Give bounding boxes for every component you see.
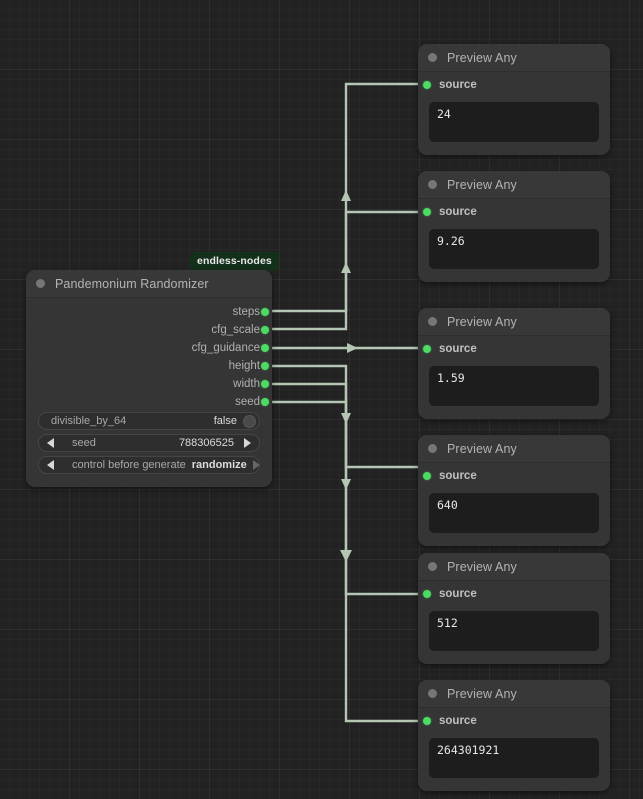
input-port-source[interactable]: source	[418, 713, 477, 729]
input-port-source[interactable]: source	[418, 586, 477, 602]
circle-dot-icon[interactable]	[428, 689, 437, 698]
input-port-label: source	[439, 206, 477, 218]
input-port-label: source	[439, 715, 477, 727]
output-port-dot-icon[interactable]	[261, 308, 269, 316]
wire-cfg-scale	[268, 210, 425, 331]
wire-direction-arrows	[340, 190, 358, 562]
node-title: Preview Any	[447, 50, 517, 65]
input-port-source[interactable]: source	[418, 204, 477, 220]
node-pandemonium-randomizer[interactable]: Pandemonium Randomizer steps cfg_scale c…	[26, 270, 272, 487]
circle-dot-icon[interactable]	[428, 444, 437, 453]
node-header[interactable]: Preview Any	[418, 171, 610, 199]
widget-value: randomize	[191, 459, 247, 471]
wire-seed	[268, 400, 425, 723]
preview-value-textbox[interactable]: 9.26	[429, 229, 599, 269]
input-port-label: source	[439, 79, 477, 91]
output-port-steps[interactable]: steps	[26, 303, 272, 321]
widget-divisible-by-64[interactable]: divisible_by_64 false	[38, 412, 260, 430]
node-header[interactable]: Preview Any	[418, 435, 610, 463]
toggle-knob-icon[interactable]	[243, 414, 256, 428]
widget-seed[interactable]: seed 788306525	[38, 434, 260, 452]
output-port-dot-icon[interactable]	[261, 326, 269, 334]
output-port-label: steps	[232, 306, 261, 318]
preview-value-textbox[interactable]: 24	[429, 102, 599, 142]
node-widgets: divisible_by_64 false seed 788306525 con…	[38, 412, 260, 478]
output-port-dot-icon[interactable]	[261, 362, 269, 370]
output-port-cfg-guidance[interactable]: cfg_guidance	[26, 339, 272, 357]
node-title: Preview Any	[447, 177, 517, 192]
circle-dot-icon[interactable]	[428, 53, 437, 62]
node-preview-any-2[interactable]: Preview Any source 9.26	[418, 171, 610, 282]
input-port-label: source	[439, 588, 477, 600]
node-header[interactable]: Preview Any	[418, 680, 610, 708]
widget-label: control before generate	[72, 459, 186, 471]
output-port-label: cfg_scale	[211, 324, 260, 336]
node-header[interactable]: Preview Any	[418, 553, 610, 581]
node-preview-any-5[interactable]: Preview Any source 512	[418, 553, 610, 664]
input-port-dot-icon[interactable]	[423, 472, 431, 480]
increment-arrow-icon[interactable]	[244, 438, 251, 448]
node-package-badge: endless-nodes	[190, 252, 279, 271]
node-title: Preview Any	[447, 314, 517, 329]
input-port-label: source	[439, 470, 477, 482]
node-header[interactable]: Preview Any	[418, 308, 610, 336]
node-title: Preview Any	[447, 559, 517, 574]
output-ports: steps cfg_scale cfg_guidance height widt…	[26, 303, 272, 411]
output-port-label: seed	[235, 396, 260, 408]
output-port-label: cfg_guidance	[191, 342, 260, 354]
node-preview-any-1[interactable]: Preview Any source 24	[418, 44, 610, 155]
input-port-source[interactable]: source	[418, 77, 477, 93]
widget-label: seed	[72, 437, 96, 449]
output-port-dot-icon[interactable]	[261, 398, 269, 406]
input-port-dot-icon[interactable]	[423, 345, 431, 353]
widget-control-before-generate[interactable]: control before generate randomize	[38, 456, 260, 474]
output-port-seed[interactable]: seed	[26, 393, 272, 411]
node-title: Preview Any	[447, 686, 517, 701]
input-port-dot-icon[interactable]	[423, 81, 431, 89]
previous-option-arrow-icon[interactable]	[47, 460, 54, 470]
preview-value-textbox[interactable]: 512	[429, 611, 599, 651]
preview-value-textbox[interactable]: 264301921	[429, 738, 599, 778]
node-preview-any-6[interactable]: Preview Any source 264301921	[418, 680, 610, 791]
preview-value-textbox[interactable]: 1.59	[429, 366, 599, 406]
wire-width	[268, 382, 425, 596]
wire-steps	[268, 82, 425, 313]
output-port-cfg-scale[interactable]: cfg_scale	[26, 321, 272, 339]
node-header[interactable]: Preview Any	[418, 44, 610, 72]
decrement-arrow-icon[interactable]	[47, 438, 54, 448]
widget-value: 788306525	[178, 437, 234, 449]
input-port-dot-icon[interactable]	[423, 590, 431, 598]
node-preview-any-4[interactable]: Preview Any source 640	[418, 435, 610, 546]
wire-height	[268, 364, 425, 469]
circle-dot-icon[interactable]	[36, 279, 45, 288]
circle-dot-icon[interactable]	[428, 180, 437, 189]
node-title: Preview Any	[447, 441, 517, 456]
circle-dot-icon[interactable]	[428, 562, 437, 571]
widget-value: false	[213, 415, 237, 427]
widget-label: divisible_by_64	[51, 415, 127, 427]
output-port-dot-icon[interactable]	[261, 380, 269, 388]
output-port-label: width	[233, 378, 260, 390]
output-port-height[interactable]: height	[26, 357, 272, 375]
output-port-dot-icon[interactable]	[261, 344, 269, 352]
preview-value-textbox[interactable]: 640	[429, 493, 599, 533]
output-port-label: height	[228, 360, 260, 372]
input-port-label: source	[439, 343, 477, 355]
node-title: Pandemonium Randomizer	[55, 276, 209, 291]
node-header[interactable]: Pandemonium Randomizer	[26, 270, 272, 298]
input-port-source[interactable]: source	[418, 468, 477, 484]
input-port-source[interactable]: source	[418, 341, 477, 357]
output-port-width[interactable]: width	[26, 375, 272, 393]
input-port-dot-icon[interactable]	[423, 208, 431, 216]
next-option-arrow-icon[interactable]	[252, 460, 260, 470]
input-port-dot-icon[interactable]	[423, 717, 431, 725]
circle-dot-icon[interactable]	[428, 317, 437, 326]
node-preview-any-3[interactable]: Preview Any source 1.59	[418, 308, 610, 419]
